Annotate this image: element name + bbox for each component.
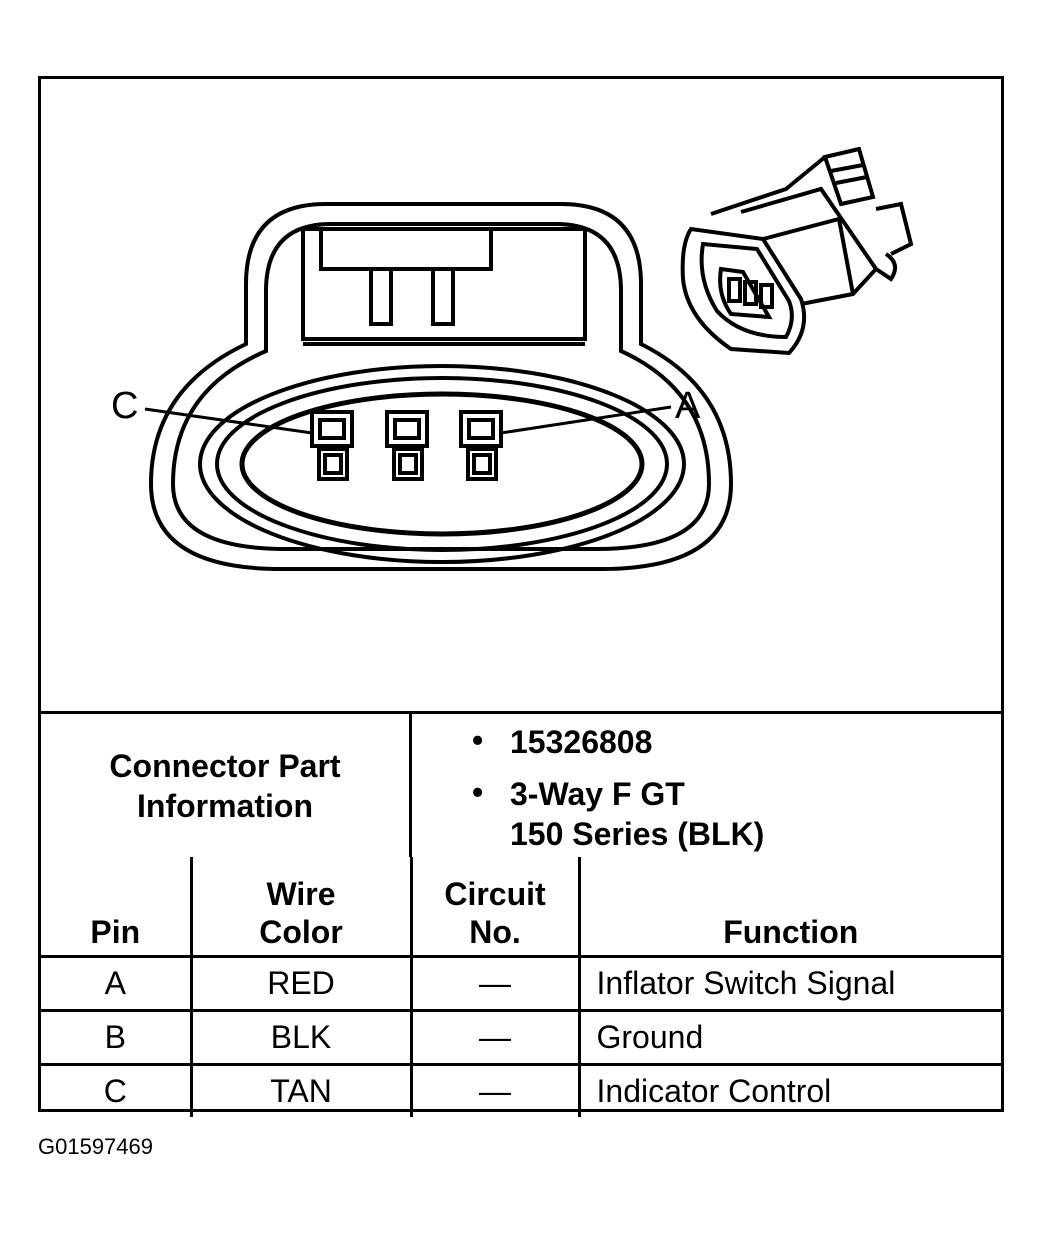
function-cell: Ground <box>577 1009 1001 1066</box>
part-number: 15326808 <box>510 724 653 760</box>
part-info-values: • 15326808 • 3-Way F GT 150 Series (BLK) <box>412 714 1001 857</box>
terminal-cavities <box>310 410 503 481</box>
circuit-cell: — <box>409 1009 581 1066</box>
part-info-label-line2: Information <box>137 787 313 824</box>
connector-3d-view <box>680 146 914 356</box>
seal-inner <box>239 391 645 537</box>
bullet: • <box>472 722 484 758</box>
connector-housing-outline <box>148 202 734 571</box>
terminal-c <box>310 410 354 481</box>
table-row: B BLK — Ground <box>41 1009 1001 1066</box>
connector-type-line1: 3-Way F GT <box>510 776 685 812</box>
pin-label-a: A <box>675 385 701 427</box>
pin-cell: B <box>41 1009 193 1066</box>
header-pin: Pin <box>41 857 193 958</box>
leader-line-a <box>500 405 672 435</box>
connector-part-info: Connector Part Information • 15326808 • … <box>41 711 1001 857</box>
connector-housing-inner-outline <box>170 222 712 551</box>
connector-type-line2: 150 Series (BLK) <box>510 816 765 852</box>
leader-line-c <box>144 407 313 435</box>
pin-cell: A <box>41 955 193 1012</box>
connector-diagram <box>144 146 914 571</box>
part-info-label-line1: Connector Part <box>109 747 341 784</box>
table-row: C TAN — Indicator Control <box>41 1063 1001 1117</box>
figure-id: G01597469 <box>38 1134 153 1159</box>
seal-middle <box>215 376 669 552</box>
header-function: Function <box>577 857 1001 958</box>
wire-color-cell: RED <box>189 955 413 1012</box>
part-info-label: Connector Part Information <box>41 714 412 857</box>
latch <box>301 227 587 346</box>
terminal-b <box>385 410 429 481</box>
table-row: A RED — Inflator Switch Signal <box>41 955 1001 1012</box>
bullet: • <box>472 774 484 810</box>
circuit-cell: — <box>409 955 581 1012</box>
terminal-a <box>459 410 503 481</box>
circuit-cell: — <box>409 1063 581 1117</box>
seal-outer <box>198 364 686 564</box>
function-cell: Indicator Control <box>577 1063 1001 1117</box>
pin-label-c: C <box>111 385 139 427</box>
pin-cell: C <box>41 1063 193 1117</box>
diagram-frame: C A Connector Part Information • 1532680… <box>38 76 1004 1117</box>
wire-color-cell: TAN <box>189 1063 413 1117</box>
wire-color-cell: BLK <box>189 1009 413 1066</box>
function-cell: Inflator Switch Signal <box>577 955 1001 1012</box>
